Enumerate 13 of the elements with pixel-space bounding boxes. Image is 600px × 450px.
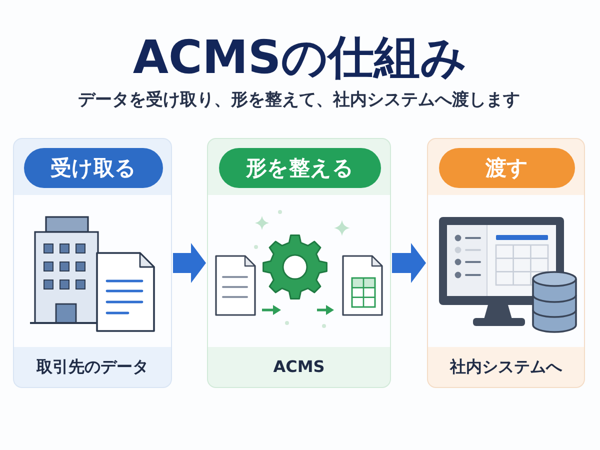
arrow [392, 243, 426, 283]
subtitle: データを受け取り、形を整えて、社内システムへ渡します [78, 89, 520, 111]
step-label-pill: 受け取る [24, 148, 163, 188]
step-caption: 取引先のデータ [36, 356, 148, 378]
step-caption: ACMS [273, 356, 325, 378]
title: ACMSの仕組み [132, 30, 468, 84]
arrow [173, 243, 206, 283]
step-label-pill: 渡す [439, 148, 575, 188]
step-label-pill: 形を整える [219, 148, 381, 188]
step-card [207, 138, 391, 388]
step-card [427, 138, 585, 388]
step-caption: 社内システムへ [450, 356, 562, 378]
step-card [13, 138, 172, 388]
